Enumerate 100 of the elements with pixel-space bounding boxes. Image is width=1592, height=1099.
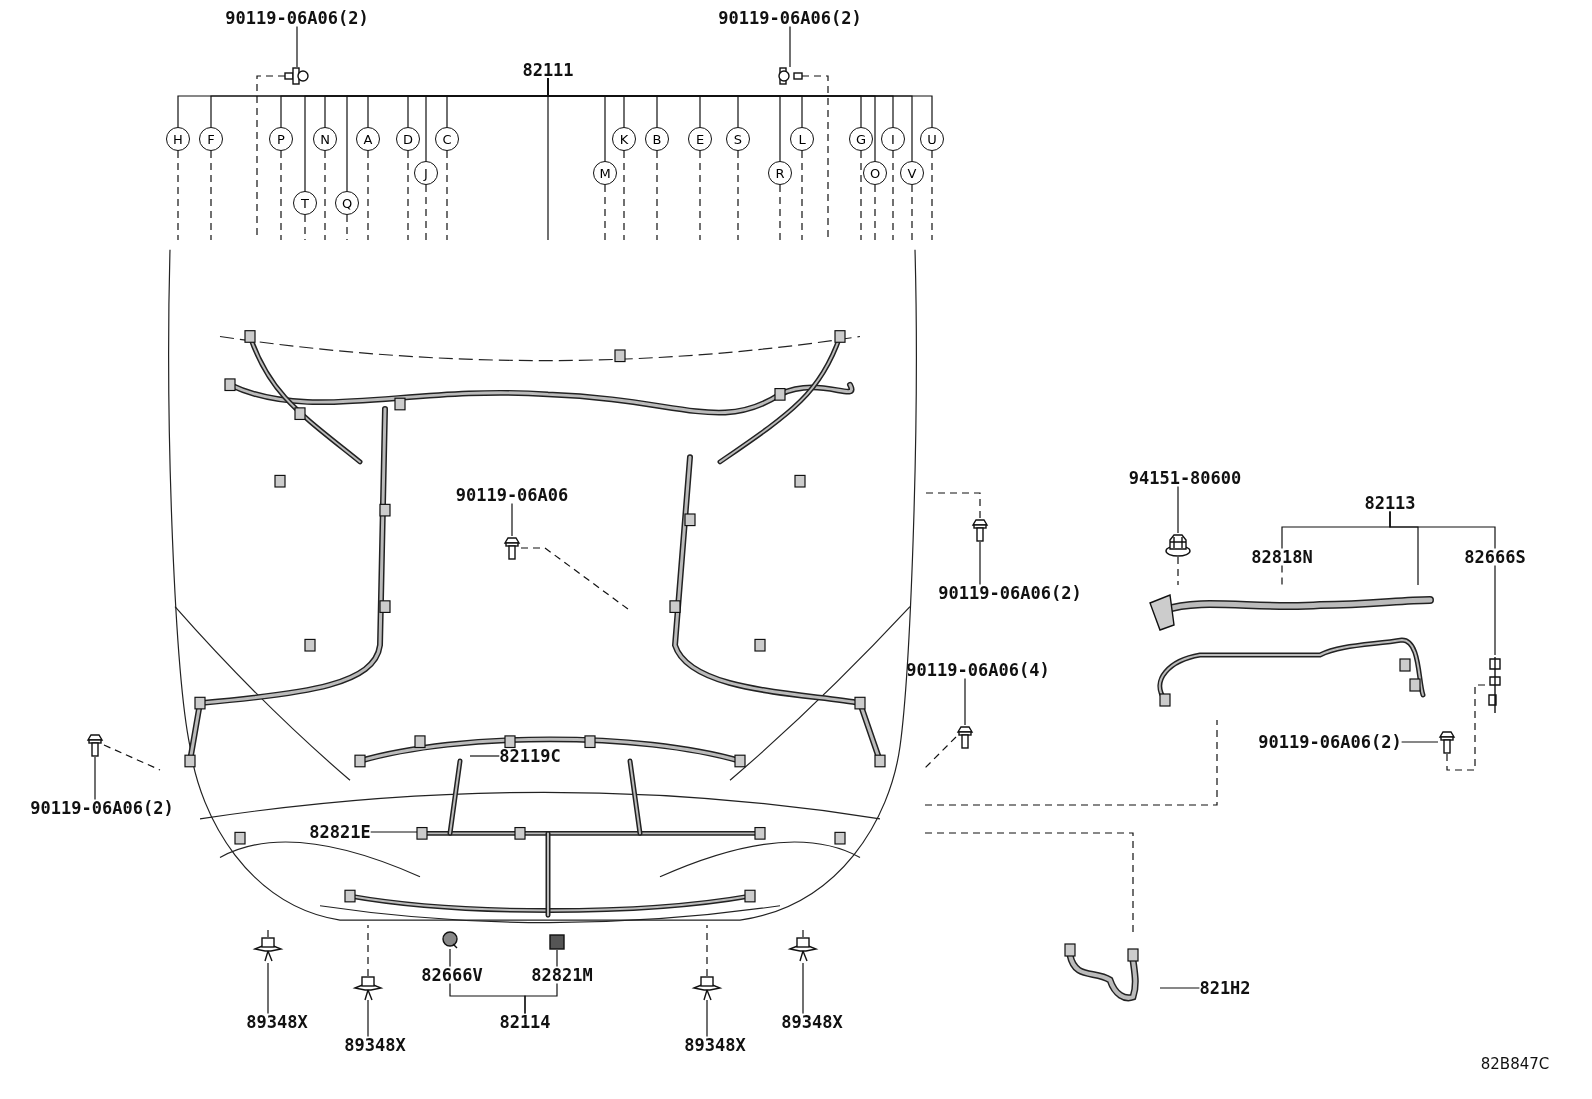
leader-line	[370, 831, 419, 833]
part-number-label: 89348X	[781, 1013, 843, 1031]
leader-line	[280, 150, 282, 241]
callout-letter: A	[356, 127, 380, 151]
leader-line	[604, 184, 606, 241]
leader-line	[779, 184, 781, 241]
part-number-label: 82114	[499, 1013, 551, 1031]
leader-line	[556, 949, 558, 968]
callout-letter: P	[269, 127, 293, 151]
callout-letter: M	[593, 161, 617, 185]
callout-letter: O	[863, 161, 887, 185]
part-number-label: 82666V	[421, 966, 483, 984]
leader-line	[449, 948, 451, 968]
leader-line	[801, 150, 803, 241]
callout-letter: N	[313, 127, 337, 151]
callout-letter: B	[645, 127, 669, 151]
leader-line	[706, 924, 708, 977]
part-number-label: 90119-06A06(2)	[225, 9, 369, 27]
part-number-label: 82818N	[1251, 548, 1313, 566]
leader-line	[1494, 564, 1496, 656]
leader-line	[446, 150, 448, 241]
leader-line	[924, 719, 1218, 806]
callout-letter: H	[166, 127, 190, 151]
clip-icon	[353, 976, 383, 1000]
leader-line	[1401, 741, 1439, 743]
leader-line	[1389, 510, 1496, 550]
callout-letter: U	[920, 127, 944, 151]
part-number-label: 89348X	[344, 1036, 406, 1054]
part-number-label: 90119-06A06	[455, 486, 569, 504]
callout-letter: G	[849, 127, 873, 151]
leader-line	[177, 150, 179, 241]
leader-line	[789, 25, 791, 68]
leader-line	[860, 150, 862, 241]
bolt-icon	[778, 67, 802, 85]
part-number-label: 89348X	[246, 1013, 308, 1031]
callout-letter: I	[881, 127, 905, 151]
part-number-label: 90119-06A06(4)	[906, 661, 1050, 679]
clip-icon	[253, 937, 283, 963]
clip-icon	[788, 937, 818, 963]
leader-line	[623, 150, 625, 241]
leader-line	[304, 214, 306, 241]
bolt-icon	[285, 67, 309, 85]
part-number-label: 82119C	[499, 747, 561, 765]
leader-line	[367, 924, 369, 977]
leader-line	[699, 150, 701, 241]
part-number-label: 82111	[522, 61, 574, 79]
leader-line	[1159, 987, 1200, 989]
leader-line	[267, 962, 269, 1015]
leader-line	[511, 502, 513, 537]
leader-line	[94, 756, 96, 801]
part-number-label: 82666S	[1464, 548, 1526, 566]
part-number-label: 94151-80600	[1128, 469, 1242, 487]
leader-line	[1446, 684, 1487, 771]
bolt-icon	[971, 518, 989, 542]
leader-line	[469, 755, 500, 757]
callout-letter: K	[612, 127, 636, 151]
part-number-label: 821H2	[1199, 979, 1251, 997]
part-number-label: 90119-06A06(2)	[938, 584, 1082, 602]
leader-line	[964, 677, 966, 726]
leader-line	[706, 999, 708, 1038]
part-number-label: 90119-06A06(2)	[30, 799, 174, 817]
bracket-icon	[1486, 655, 1504, 715]
callout-letter: L	[790, 127, 814, 151]
leader-line	[931, 150, 933, 241]
leader-line	[407, 150, 409, 241]
part-number-label: 82821M	[531, 966, 593, 984]
part-number-label: 90119-06A06(2)	[718, 9, 862, 27]
leader-line	[1177, 556, 1179, 586]
bolt-icon	[956, 725, 974, 749]
bolt-icon	[86, 733, 104, 757]
callout-letter: J	[414, 161, 438, 185]
bolt-icon	[1438, 730, 1456, 754]
leader-line	[210, 150, 212, 241]
leader-line	[924, 492, 981, 519]
leader-line	[346, 77, 549, 192]
callout-letter: S	[726, 127, 750, 151]
leader-line	[524, 982, 558, 1015]
leader-line	[802, 962, 804, 1015]
callout-letter: V	[900, 161, 924, 185]
leader-line	[296, 25, 298, 68]
figure-code: 82B847C	[1480, 1056, 1550, 1072]
callout-letter: F	[199, 127, 223, 151]
nut-icon	[1165, 533, 1191, 557]
leader-line	[367, 150, 369, 241]
callout-letter: C	[435, 127, 459, 151]
leader-line	[1281, 564, 1283, 586]
leader-line	[1177, 485, 1179, 534]
leader-line	[979, 541, 981, 586]
callout-letter: Q	[335, 191, 359, 215]
leader-line	[892, 150, 894, 241]
leader-line	[324, 150, 326, 241]
part-number-label: 82821E	[309, 823, 371, 841]
leader-line	[656, 150, 658, 241]
leader-line	[346, 214, 348, 241]
leader-line	[737, 150, 739, 241]
part-number-label: 82113	[1364, 494, 1416, 512]
grommet-icon	[549, 934, 565, 950]
clip-icon	[441, 931, 459, 949]
callout-letter: D	[396, 127, 420, 151]
leader-line	[911, 184, 913, 241]
